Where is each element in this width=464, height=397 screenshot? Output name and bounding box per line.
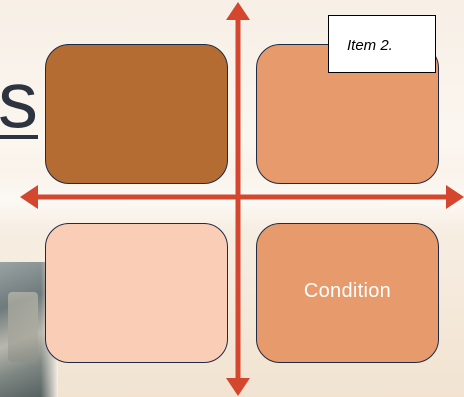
background-title-fragment: s xyxy=(0,55,38,144)
axis-arrow-down xyxy=(226,378,250,396)
axis-arrow-right xyxy=(446,185,464,209)
quadrant-label: Condition xyxy=(303,280,392,302)
quadrant-top-left[interactable] xyxy=(45,44,228,184)
callout-text: Item 2. xyxy=(347,37,393,54)
quadrant-bottom-right[interactable]: Condition xyxy=(256,223,439,363)
callout-box[interactable]: Item 2. xyxy=(328,15,436,73)
axis-arrow-up xyxy=(226,2,250,20)
axis-arrow-left xyxy=(20,185,38,209)
quadrant-bottom-left[interactable] xyxy=(45,223,228,363)
